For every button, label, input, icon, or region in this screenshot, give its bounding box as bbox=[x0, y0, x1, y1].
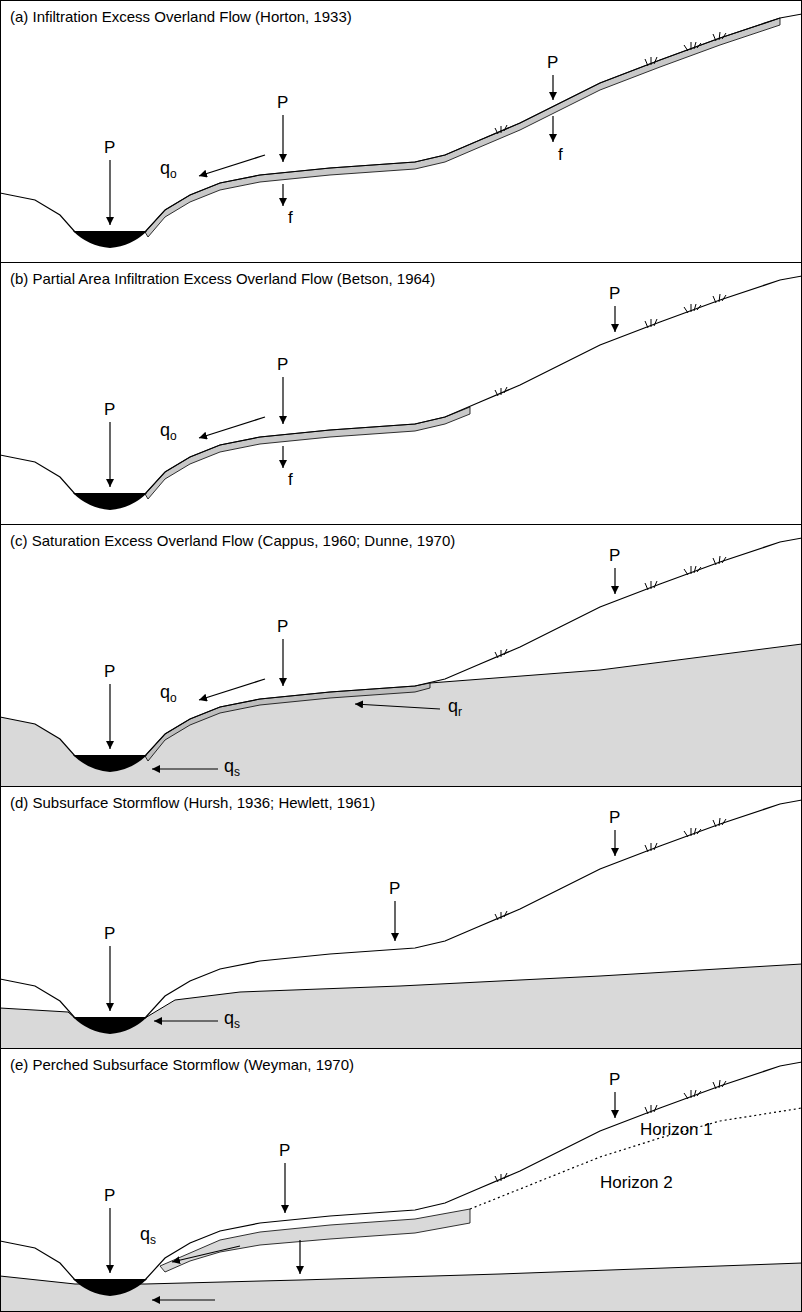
horizon-label: Horizon 2 bbox=[600, 1173, 673, 1193]
flux-symbol: f bbox=[558, 145, 563, 165]
flux-symbol: P bbox=[609, 808, 620, 828]
panel-frame: (c) Saturation Excess Overland Flow (Cap… bbox=[0, 524, 802, 787]
flux-symbol: P bbox=[104, 662, 115, 682]
panel-frame: (a) Infiltration Excess Overland Flow (H… bbox=[0, 0, 802, 263]
flux-symbol: P bbox=[609, 546, 620, 566]
flux-symbol: P bbox=[609, 1070, 620, 1090]
flux-symbol: P bbox=[389, 879, 400, 899]
flux-symbol: P bbox=[277, 93, 288, 113]
horizon-label: Horizon 1 bbox=[640, 1120, 713, 1140]
panel-title: (a) Infiltration Excess Overland Flow (H… bbox=[10, 8, 352, 25]
flux-symbol: f bbox=[288, 470, 293, 490]
flux-symbol: P bbox=[547, 53, 558, 73]
flux-symbol: P bbox=[104, 1186, 115, 1206]
flux-symbol: P bbox=[277, 617, 288, 637]
panel-title: (b) Partial Area Infiltration Excess Ove… bbox=[10, 270, 435, 287]
flux-symbol: qs bbox=[224, 1008, 240, 1034]
flux-symbol: qo bbox=[160, 158, 177, 184]
panel-title: (e) Perched Subsurface Stormflow (Weyman… bbox=[10, 1056, 354, 1073]
flux-symbol: qr bbox=[448, 696, 462, 722]
flux-symbol: P bbox=[609, 284, 620, 304]
panel-title: (d) Subsurface Stormflow (Hursh, 1936; H… bbox=[10, 794, 375, 811]
panel-title: (c) Saturation Excess Overland Flow (Cap… bbox=[10, 532, 455, 549]
flux-symbol: qo bbox=[160, 420, 177, 446]
flux-symbol: qs bbox=[140, 1224, 156, 1250]
flux-symbol: qs bbox=[224, 756, 240, 782]
panel-frame: (e) Perched Subsurface Stormflow (Weyman… bbox=[0, 1048, 802, 1312]
flux-symbol: P bbox=[277, 355, 288, 375]
flux-symbol: P bbox=[104, 400, 115, 420]
flux-symbol: P bbox=[104, 138, 115, 158]
flux-symbol: qo bbox=[160, 682, 177, 708]
flux-symbol: P bbox=[279, 1141, 290, 1161]
panel-frame: (d) Subsurface Stormflow (Hursh, 1936; H… bbox=[0, 786, 802, 1049]
flux-symbol: P bbox=[104, 924, 115, 944]
panel-frame: (b) Partial Area Infiltration Excess Ove… bbox=[0, 262, 802, 525]
flux-symbol: f bbox=[288, 208, 293, 228]
